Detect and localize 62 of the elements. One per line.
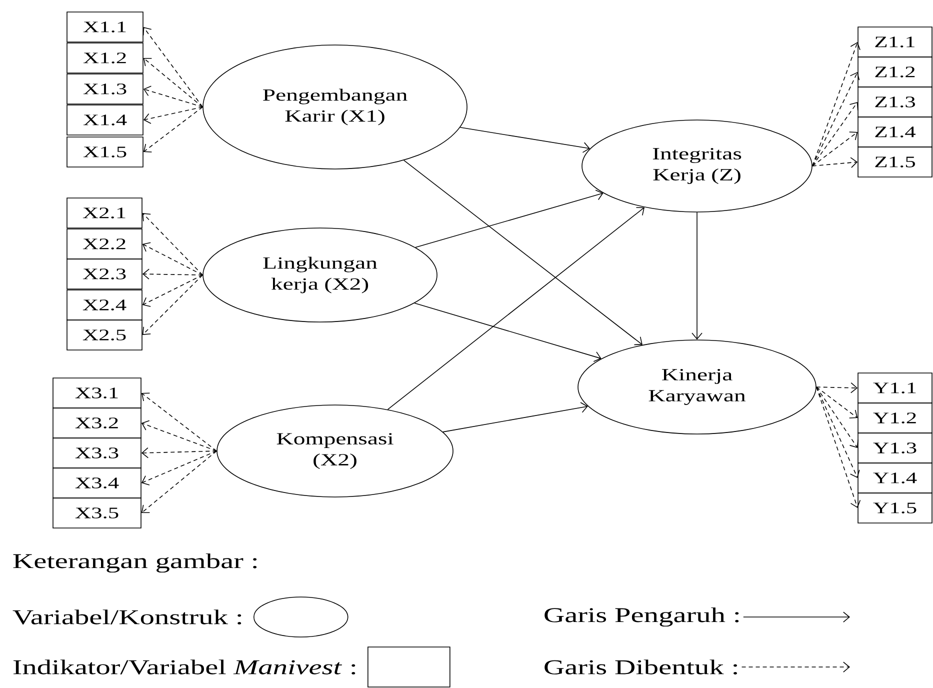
dashed-arrow xyxy=(816,382,858,394)
legend-entry: Garis Dibentuk : xyxy=(544,660,850,674)
indicator-box: Y1.3 xyxy=(858,432,932,464)
arrow xyxy=(387,207,645,410)
dashed-arrow xyxy=(812,102,858,166)
indicator-box: X3.1 xyxy=(52,378,142,408)
indicator-box: Y1.5 xyxy=(858,492,932,524)
indicator-box: X2.1 xyxy=(66,198,142,228)
indicator-box: X3.2 xyxy=(52,408,142,438)
arrow xyxy=(692,212,702,340)
indicator-box: X1.4 xyxy=(66,104,144,136)
indicator-box: X2.5 xyxy=(66,320,142,350)
dashed-arrow xyxy=(141,392,217,452)
arrow xyxy=(415,190,604,248)
indicator-box: X3.4 xyxy=(52,468,142,498)
indicator-box: X2.3 xyxy=(66,258,142,290)
legend-entry: Indikator/Variabel Manivest : xyxy=(13,646,450,688)
dashed-arrow xyxy=(143,106,203,124)
legend-entry: Garis Pengaruh : xyxy=(544,607,850,627)
arrow xyxy=(442,402,588,432)
legend-entry: Variabel/Konstruk : xyxy=(12,596,348,638)
dashed-arrow xyxy=(142,274,203,307)
indicator-box: X2.4 xyxy=(66,290,142,320)
dashed-arrow xyxy=(141,447,217,458)
indicator-box: X1.5 xyxy=(66,136,144,168)
dashed-arrow xyxy=(812,132,858,166)
indicator-box: Z1.5 xyxy=(858,146,932,178)
indicator-box: Y1.1 xyxy=(858,372,932,404)
indicator-box: Z1.4 xyxy=(858,116,932,148)
dashed-arrow xyxy=(141,420,217,452)
dashed-arrow xyxy=(812,157,858,168)
dashed-arrow xyxy=(816,386,861,508)
indicator-box: X1.2 xyxy=(66,42,144,74)
indicator-box: X1.3 xyxy=(66,74,144,104)
dashed-arrow xyxy=(816,386,860,478)
indicator-box: X1.1 xyxy=(66,12,144,42)
arrow xyxy=(404,160,642,346)
dashed-arrow xyxy=(812,72,860,166)
dashed-arrow xyxy=(141,450,217,514)
indicator-box: Z1.3 xyxy=(858,86,932,118)
dashed-arrow xyxy=(816,386,858,448)
dashed-arrow xyxy=(812,42,860,166)
dashed-arrow xyxy=(143,86,203,108)
dashed-arrow xyxy=(143,58,203,108)
dashed-arrow xyxy=(141,450,217,486)
dashed-arrow xyxy=(143,106,203,152)
indicator-box: X3.5 xyxy=(52,498,142,528)
dashed-arrow xyxy=(142,213,203,276)
dashed-arrow xyxy=(142,242,203,276)
dashed-arrow xyxy=(142,268,203,280)
indicator-box: Z1.2 xyxy=(858,56,932,88)
legend-heading: Keterangan gambar : xyxy=(13,553,257,573)
arrow xyxy=(460,127,590,153)
indicator-box: X2.2 xyxy=(66,228,142,260)
indicator-box: X3.3 xyxy=(52,438,142,468)
indicator-box: Y1.2 xyxy=(858,402,932,434)
dashed-arrow xyxy=(142,27,203,108)
dashed-arrow xyxy=(816,386,858,418)
arrow xyxy=(414,302,602,362)
indicator-box: Z1.1 xyxy=(858,26,932,58)
dashed-arrow xyxy=(142,274,203,335)
indicator-box: Y1.4 xyxy=(858,462,932,494)
